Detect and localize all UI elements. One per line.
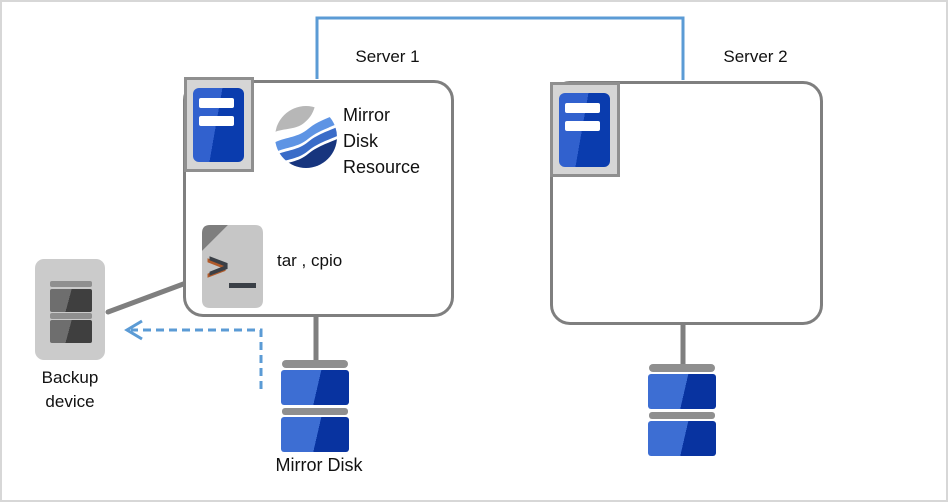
disk-cap xyxy=(282,360,348,368)
disk-separator xyxy=(282,408,348,415)
mirror-disk-icon-server1 xyxy=(281,360,349,452)
disk-platter xyxy=(281,370,349,405)
mirror-disk-label: Mirror Disk xyxy=(275,455,363,475)
mirror-disk-resource-label: Mirror Disk Resource xyxy=(343,105,421,177)
server-tower-icon xyxy=(559,93,610,167)
backup-device-label: Backup device xyxy=(41,368,99,411)
backup-device-icon xyxy=(35,259,105,360)
server-slot-bar xyxy=(565,121,600,131)
mirror-disk-icon-server2 xyxy=(648,364,716,456)
disk-cap xyxy=(649,364,715,372)
script-file-icon: > > xyxy=(202,225,263,308)
server-slot-bar xyxy=(565,103,600,113)
backup-slot-cell xyxy=(50,289,92,312)
server2-label: Server 2 xyxy=(723,47,788,66)
backup-dashed-arrow-line xyxy=(131,328,263,389)
disk-separator xyxy=(649,412,715,419)
disk-platter xyxy=(648,374,716,409)
disk-platter xyxy=(648,421,716,456)
backup-slot-bar xyxy=(50,313,92,319)
server2-box xyxy=(550,81,823,325)
svg-text:>: > xyxy=(208,245,229,286)
backup-slot-cell xyxy=(50,320,92,343)
svg-text:>: > xyxy=(206,247,227,288)
server1-server-icon xyxy=(184,77,254,172)
disk-platter xyxy=(281,417,349,452)
heartbeat-connector xyxy=(315,16,685,80)
script-tools-label: tar , cpio xyxy=(277,251,343,270)
server-slot-bar xyxy=(199,98,234,108)
backup-connector-line xyxy=(105,280,189,315)
server1-label: Server 1 xyxy=(355,47,420,66)
mirror-disk-resource-icon xyxy=(275,106,337,168)
backup-slot-bar xyxy=(50,281,92,287)
server-slot-bar xyxy=(199,116,234,126)
backup-dashed-arrow-head xyxy=(124,319,143,341)
server-tower-icon xyxy=(193,88,244,162)
server2-server-icon xyxy=(550,82,620,177)
